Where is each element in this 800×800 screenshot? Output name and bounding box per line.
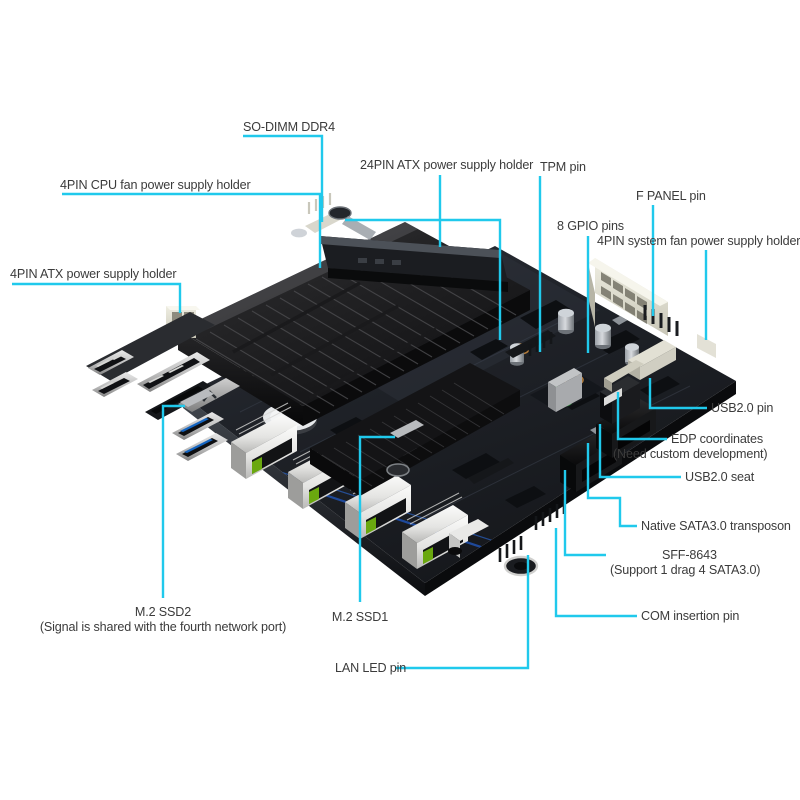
callout-native-sata3-transposon: Native SATA3.0 transposon	[641, 519, 791, 534]
callout-atx-4pin: 4PIN ATX power supply holder	[10, 267, 177, 282]
callout-label-text: M.2 SSD2	[134, 605, 192, 619]
callout-label-text: USB2.0 seat	[685, 470, 755, 484]
callout-label-text: SFF-8643	[662, 548, 717, 562]
callout-label-text: 24PIN ATX power supply holder	[360, 158, 534, 172]
callout-usb20-pin: USB2.0 pin	[711, 401, 773, 416]
callout-label-text: LAN LED pin	[335, 661, 407, 675]
callout-sff-8643: SFF-8643 (Support 1 drag 4 SATA3.0)	[610, 548, 760, 578]
callout-label-text: M.2 SSD1	[331, 610, 389, 624]
callout-label-text: Native SATA3.0 transposon	[641, 519, 791, 533]
usb-riser-metal	[548, 368, 582, 412]
callout-label-subtext: (Need custom development)	[613, 447, 768, 461]
callout-tpm-pin: TPM pin	[540, 160, 586, 175]
callout-f-panel-pin: F PANEL pin	[636, 189, 706, 204]
callout-label-text: 4PIN ATX power supply holder	[10, 267, 177, 281]
audio-jack	[448, 519, 489, 558]
callout-label-text: 4PIN system fan power supply holder	[597, 234, 800, 248]
callout-label-subtext: (Signal is shared with the fourth networ…	[39, 620, 287, 634]
cpu-fan-header	[291, 193, 376, 240]
callout-m2-ssd2: M.2 SSD2 (Signal is shared with the four…	[39, 605, 287, 635]
callout-label-text: EDP coordinates	[671, 432, 764, 446]
callout-com-insertion-pin: COM insertion pin	[641, 609, 739, 624]
callout-edp-coordinates: EDP coordinates (Need custom development…	[613, 432, 768, 462]
callout-label-text: USB2.0 pin	[711, 401, 774, 415]
tpm-pin-header	[528, 332, 553, 356]
callout-label-text: SO-DIMM DDR4	[243, 120, 335, 134]
callout-m2-ssd1: M.2 SSD1	[332, 610, 388, 625]
callout-cpu-fan-4pin: 4PIN CPU fan power supply holder	[60, 178, 251, 193]
callout-usb20-seat: USB2.0 seat	[685, 470, 754, 485]
rj45-port	[231, 402, 297, 479]
callout-label-text: 8 GPIO pins	[557, 219, 624, 233]
callout-label-text: COM insertion pin	[641, 609, 740, 623]
callout-atx-24pin: 24PIN ATX power supply holder	[360, 158, 533, 173]
atx-24pin-connector	[588, 258, 668, 336]
edp-connector	[604, 360, 644, 392]
callout-lan-led-pin: LAN LED pin	[335, 661, 406, 676]
callout-label-subtext: (Support 1 drag 4 SATA3.0)	[610, 563, 761, 577]
callout-system-fan-4pin: 4PIN system fan power supply holder	[597, 234, 800, 249]
callout-label-text: 4PIN CPU fan power supply holder	[60, 178, 251, 192]
callout-label-text: TPM pin	[540, 160, 586, 174]
callout-label-text: F PANEL pin	[636, 189, 706, 203]
corner-mount-hole	[503, 555, 539, 577]
callout-so-dimm-ddr4: SO-DIMM DDR4	[243, 120, 335, 135]
usb2-port	[88, 350, 138, 397]
callout-gpio-8-pins: 8 GPIO pins	[557, 219, 624, 234]
